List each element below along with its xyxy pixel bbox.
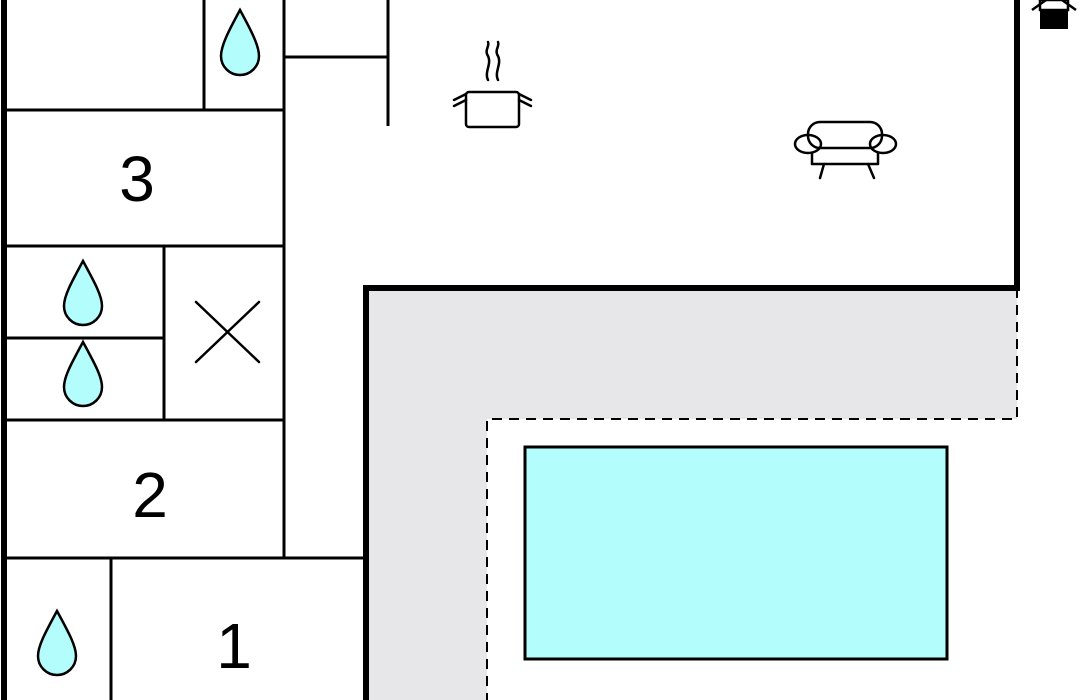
room-number-2: 2: [132, 459, 168, 531]
room-number-1: 1: [216, 610, 252, 682]
swimming-pool: [523, 445, 949, 661]
water-drop-icon: [219, 7, 261, 77]
sofa-icon: [793, 120, 898, 180]
interior-walls: [4, 0, 390, 700]
water-drop-icon: [36, 608, 78, 677]
terrace-dashed-edge: [486, 288, 1018, 700]
room-number-3: 3: [119, 143, 155, 215]
water-drop-icon: [62, 258, 104, 327]
terrace-area: [366, 288, 1017, 700]
grill-icon: [1031, 0, 1077, 29]
cooking-pot-icon: [452, 40, 533, 129]
water-drop-icon: [62, 339, 104, 408]
toilet-x-icon: [194, 300, 261, 364]
